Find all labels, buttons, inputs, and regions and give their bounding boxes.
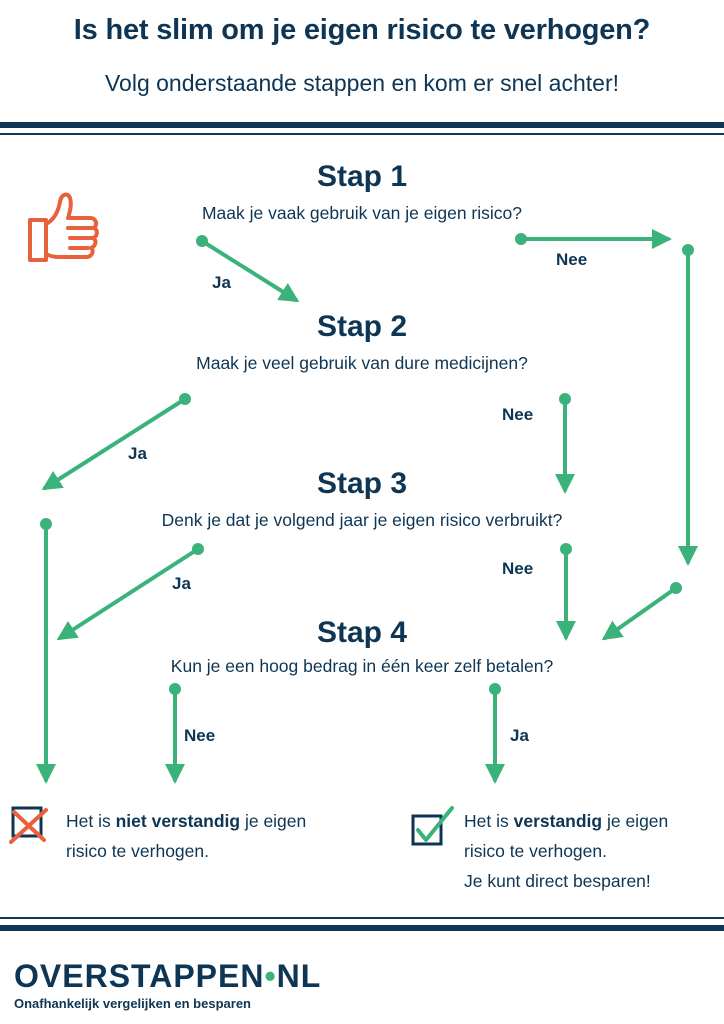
arrow-step1-yes (200, 239, 300, 303)
step-4-question: Kun je een hoog bedrag in één keer zelf … (170, 656, 554, 676)
brand-tagline: Onafhankelijk vergelijken en besparen (14, 996, 251, 1011)
page-subtitle: Volg onderstaande stappen en kom er snel… (104, 70, 619, 96)
dot-right-diag (670, 582, 682, 594)
arrow-right-diag (601, 586, 678, 641)
step-1-title: Stap 1 (316, 160, 408, 193)
label-step3-no: Nee (502, 559, 534, 578)
arrow-step3-yes (56, 547, 200, 641)
dot-step1-no (515, 233, 527, 245)
step-1-question: Maak je vaak gebruik van je eigen risico… (201, 203, 523, 223)
bottom-divider-thin (0, 917, 724, 919)
dot-step2-yes (179, 393, 191, 405)
arrow-step2-yes (41, 397, 187, 491)
label-step1-yes: Ja (212, 273, 231, 292)
top-divider-thin (0, 133, 724, 135)
label-step2-no: Nee (502, 405, 534, 424)
dot-step2-no (559, 393, 571, 405)
page-title: Is het slim om je eigen risico te verhog… (73, 14, 651, 46)
thumbs-up-icon (28, 192, 99, 262)
result-negative: Het is niet verstandig je eigen risico t… (66, 811, 307, 861)
dot-step3-no (560, 543, 572, 555)
cross-checkbox-icon (9, 806, 48, 844)
step-4-title: Stap 4 (316, 616, 408, 649)
check-checkbox-icon (411, 806, 454, 846)
label-step4-no: Nee (184, 726, 216, 745)
dot-left-top (40, 518, 52, 530)
label-step3-yes: Ja (172, 574, 191, 593)
brand-logo: OVERSTAPPEN•NL (14, 958, 322, 994)
bottom-divider-thick (0, 925, 724, 931)
dot-right-top (682, 244, 694, 256)
result-positive: Het is verstandig je eigen risico te ver… (464, 811, 669, 891)
dot-step4-no (169, 683, 181, 695)
dot-step3-yes (192, 543, 204, 555)
step-2-title: Stap 2 (316, 310, 408, 343)
dot-step1-yes (196, 235, 208, 247)
step-3-title: Stap 3 (316, 467, 408, 500)
step-2-question: Maak je veel gebruik van dure medicijnen… (196, 353, 528, 373)
step-3-question: Denk je dat je volgend jaar je eigen ris… (161, 510, 563, 530)
label-step2-yes: Ja (128, 444, 147, 463)
top-divider-thick (0, 122, 724, 128)
label-step1-no: Nee (556, 250, 588, 269)
label-step4-yes: Ja (510, 726, 529, 745)
dot-step4-yes (489, 683, 501, 695)
